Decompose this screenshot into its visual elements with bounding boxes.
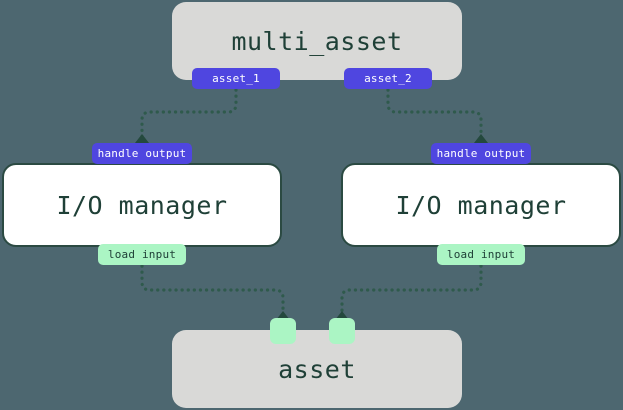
- node-io-manager-right[interactable]: I/O manager: [341, 163, 621, 247]
- port-handle-output-right-label: handle output: [436, 147, 526, 160]
- port-load-input-left[interactable]: load input: [98, 244, 186, 265]
- port-handle-output-left[interactable]: handle output: [92, 143, 192, 164]
- edge-loadinput-left-to-asset: [140, 264, 285, 318]
- port-asset-2[interactable]: asset_2: [344, 68, 432, 89]
- port-asset-1[interactable]: asset_1: [192, 68, 280, 89]
- node-multi-asset-label: multi_asset: [231, 26, 403, 56]
- node-io-manager-left-label: I/O manager: [56, 190, 228, 220]
- port-asset-input-right[interactable]: [329, 318, 355, 344]
- port-asset-input-left[interactable]: [270, 318, 296, 344]
- port-handle-output-left-label: handle output: [97, 147, 187, 160]
- node-multi-asset[interactable]: multi_asset: [172, 2, 462, 80]
- port-load-input-right[interactable]: load input: [437, 244, 525, 265]
- node-io-manager-right-label: I/O manager: [395, 190, 567, 220]
- port-asset-1-label: asset_1: [212, 72, 260, 85]
- edge-asset1-to-handle-left: [140, 88, 238, 142]
- edge-asset2-to-handle-right: [386, 88, 483, 142]
- port-handle-output-right[interactable]: handle output: [431, 143, 531, 164]
- port-asset-2-label: asset_2: [364, 72, 412, 85]
- port-load-input-left-label: load input: [107, 248, 177, 261]
- node-io-manager-left[interactable]: I/O manager: [2, 163, 282, 247]
- node-asset[interactable]: asset: [172, 330, 462, 408]
- edge-loadinput-right-to-asset: [340, 264, 483, 318]
- port-load-input-right-label: load input: [446, 248, 516, 261]
- node-asset-label: asset: [278, 354, 356, 384]
